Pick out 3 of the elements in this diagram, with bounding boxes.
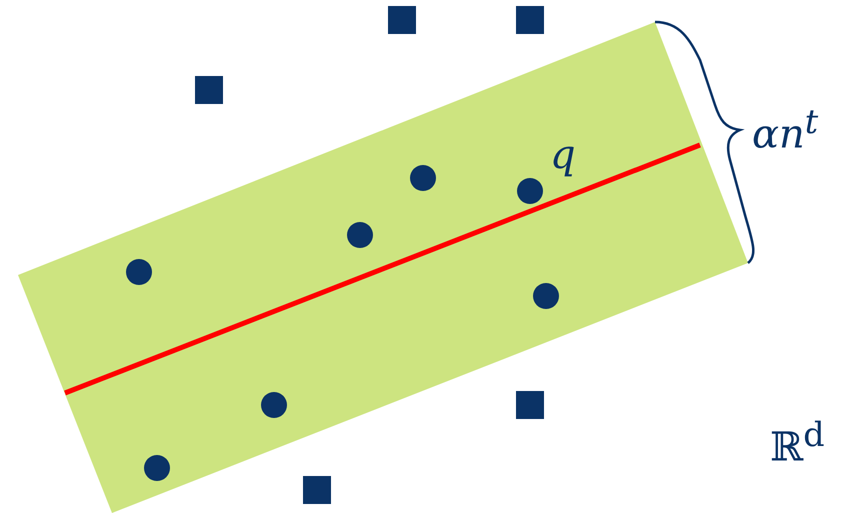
- math-label: αn$^{t}$: [752, 105, 818, 154]
- math-label: q: [550, 135, 576, 175]
- math-label: ℝ$^{d}$: [770, 418, 825, 468]
